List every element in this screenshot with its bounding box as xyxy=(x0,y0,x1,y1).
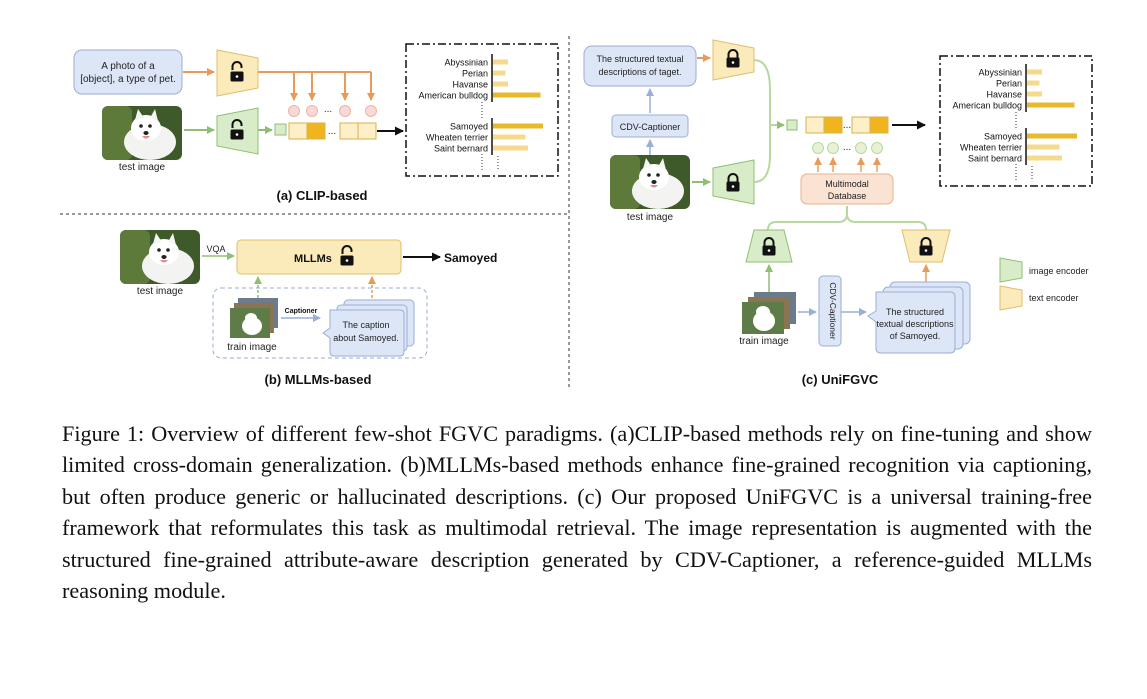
class-label: Wheaten terrier xyxy=(960,143,1022,153)
panel-c-title: (c) UniFGVC xyxy=(802,372,879,387)
class-label: Saint bernard xyxy=(434,144,488,154)
database-line2: Database xyxy=(828,191,867,201)
score-bar xyxy=(493,81,508,87)
score-bar xyxy=(493,134,526,140)
multimodal-database xyxy=(800,173,894,205)
mllm-output: Samoyed xyxy=(444,251,497,265)
circle-ellipsis: ... xyxy=(324,104,332,115)
score-bar xyxy=(1027,69,1042,75)
figure-caption: Figure 1: Overview of different few-shot… xyxy=(62,421,1092,604)
target-desc-line1: The structured textual xyxy=(596,54,683,64)
mllm-label: MLLMs xyxy=(294,253,332,265)
score-bar xyxy=(493,70,506,76)
text-feature-circles xyxy=(288,105,377,117)
test-image-label-c: test image xyxy=(627,212,674,223)
mllm-box xyxy=(236,239,402,275)
class-label: American bulldog xyxy=(418,91,488,101)
cdv-captioner-box xyxy=(611,114,689,138)
score-bar xyxy=(1027,144,1060,150)
score-bar xyxy=(493,92,541,98)
score-bar xyxy=(1027,80,1040,86)
target-desc-box xyxy=(583,45,697,87)
train-desc-line2: textual descriptions xyxy=(876,319,954,329)
panel-b: test image VQA MLLMs Samoyed train image… xyxy=(120,230,497,359)
score-bar xyxy=(1027,155,1062,161)
cdv-captioner-vertical-box xyxy=(818,275,842,347)
class-label: Perian xyxy=(462,69,488,79)
captioner-label: Captioner xyxy=(285,308,318,315)
score-bar xyxy=(493,123,543,129)
train-desc-line3: of Samoyed. xyxy=(890,331,941,341)
train-desc-line1: The structured xyxy=(886,307,944,317)
legend-image-encoder-swatch xyxy=(999,257,1023,283)
database-branches xyxy=(767,206,927,231)
output-box-c xyxy=(939,55,1093,187)
image-feature xyxy=(274,123,287,136)
score-bar xyxy=(493,145,528,151)
test-image-c xyxy=(610,155,690,209)
test-image-b xyxy=(120,230,200,284)
legend-image-encoder-label: image encoder xyxy=(1029,266,1089,276)
train-image-label-b: train image xyxy=(227,342,277,353)
test-image-label-a: test image xyxy=(119,162,166,173)
fusion-lines xyxy=(753,59,772,183)
cell-ellipsis-c: ... xyxy=(843,120,851,131)
prompt-box xyxy=(73,49,183,95)
vqa-label: VQA xyxy=(206,244,225,254)
similarity-cells-a xyxy=(288,122,377,140)
class-label: Samoyed xyxy=(984,132,1022,142)
class-label: Wheaten terrier xyxy=(426,133,488,143)
caption-line2: about Samoyed. xyxy=(333,333,399,343)
score-bar xyxy=(1027,102,1075,108)
cdv-captioner-vertical-label: CDV-Captioner xyxy=(828,282,838,339)
database-line1: Multimodal xyxy=(825,179,869,189)
db-circle-ellipsis: ... xyxy=(843,142,851,153)
reference-box xyxy=(212,287,428,359)
train-images-c xyxy=(742,292,796,334)
cell-ellipsis: ... xyxy=(328,126,336,137)
class-label: Samoyed xyxy=(450,122,488,132)
class-label: American bulldog xyxy=(952,101,1022,111)
class-label: Havanse xyxy=(986,90,1022,100)
caption-stack xyxy=(322,299,415,357)
test-image-label-b: test image xyxy=(137,286,184,297)
class-label: Abyssinian xyxy=(978,68,1022,78)
overview-figure: A photo of a [object], a type of pet. te… xyxy=(60,36,1093,388)
text-feature-fanout xyxy=(258,71,375,101)
score-bar xyxy=(1027,133,1077,139)
database-arrows xyxy=(814,157,881,172)
target-desc-line2: descriptions of taget. xyxy=(598,67,681,77)
train-image-label-c: train image xyxy=(739,336,789,347)
legend-text-encoder-swatch xyxy=(999,285,1023,311)
caption-line1: The caption xyxy=(342,320,389,330)
train-desc-stack xyxy=(867,281,971,354)
class-label: Abyssinian xyxy=(444,58,488,68)
class-label: Perian xyxy=(996,79,1022,89)
panel-c: The structured textual descriptions of t… xyxy=(583,39,1093,354)
panel-a: A photo of a [object], a type of pet. te… xyxy=(73,43,559,177)
database-circles xyxy=(812,142,883,154)
prompt-text-line1: A photo of a xyxy=(101,61,155,72)
score-bar xyxy=(493,59,508,65)
panel-b-title: (b) MLLMs-based xyxy=(265,372,372,387)
fused-feature xyxy=(786,119,798,131)
panel-a-title: (a) CLIP-based xyxy=(276,188,367,203)
class-label: Havanse xyxy=(452,80,488,90)
score-bar xyxy=(1027,91,1042,97)
train-images-b xyxy=(230,298,278,338)
class-label: Saint bernard xyxy=(968,154,1022,164)
legend-text-encoder-label: text encoder xyxy=(1029,293,1079,303)
output-box-a xyxy=(405,43,559,177)
similarity-cells-c xyxy=(805,116,889,134)
prompt-text-line2: [object], a type of pet. xyxy=(80,74,176,85)
cdv-captioner-label: CDV-Captioner xyxy=(620,122,681,132)
test-image-a xyxy=(102,106,182,160)
